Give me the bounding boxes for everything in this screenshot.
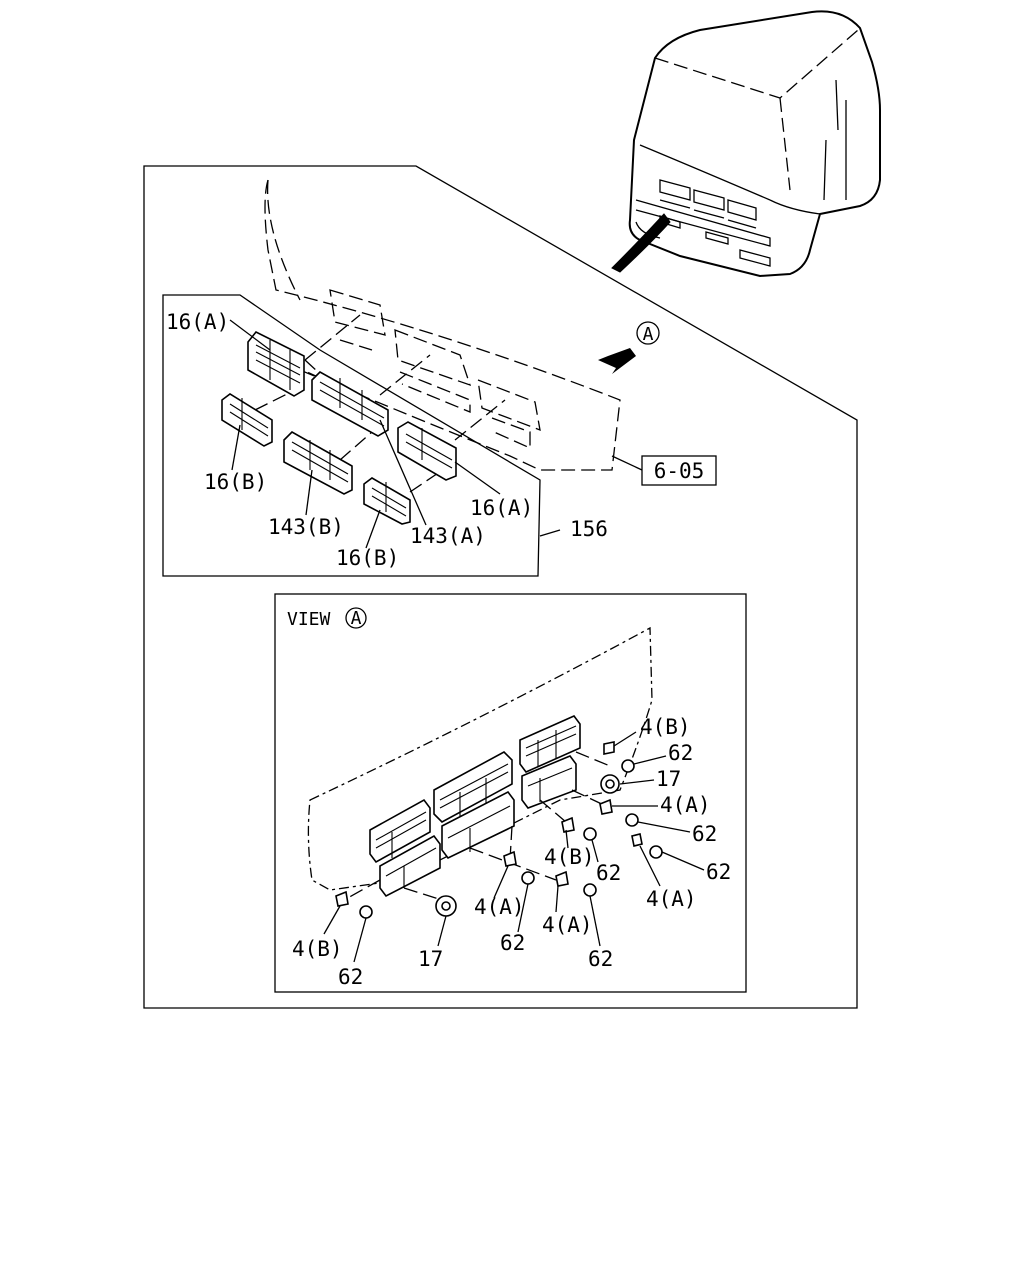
- view-label-62-low: 62: [706, 860, 731, 884]
- upper-panel-outline: [264, 179, 621, 471]
- grille-16B-small: [363, 477, 411, 525]
- view-label-17-right: 17: [656, 767, 681, 791]
- outer-frame: [143, 165, 858, 1009]
- view-label-62-mid: 62: [692, 822, 717, 846]
- grille-143B-center: [283, 431, 353, 495]
- grille-16A-left: [247, 330, 305, 397]
- view-label-4A-center2: 4(A): [542, 913, 593, 937]
- location-arrow: [611, 213, 671, 273]
- view-grille-left: [369, 798, 441, 898]
- view-title-marker: A: [345, 607, 367, 629]
- view-leaders: [323, 731, 705, 963]
- view-label-62-center: 62: [500, 931, 525, 955]
- view-label-62-left: 62: [338, 965, 363, 989]
- ref-box-label: 6-05: [654, 459, 705, 483]
- view-label-62-center2: 62: [588, 947, 613, 971]
- svg-text:A: A: [351, 608, 362, 629]
- view-marker-letter: A: [643, 324, 654, 345]
- view-panel-outline: [307, 626, 653, 891]
- label-156: 156: [570, 517, 608, 541]
- view-direction-arrow: [598, 348, 636, 374]
- view-marker-circle: A: [636, 321, 660, 345]
- view-grille-right: [519, 715, 581, 809]
- view-label-4A-right: 4(A): [660, 793, 711, 817]
- assembly-box: [162, 294, 541, 577]
- ref-box: [641, 455, 717, 486]
- view-grille-center: [433, 751, 515, 860]
- label-143A: 143(A): [410, 524, 486, 548]
- view-label-4B-mid: 4(B): [544, 845, 595, 869]
- truck-cab-illustration: [611, 10, 881, 278]
- view-label-4B-top: 4(B): [640, 715, 691, 739]
- label-16A-left: 16(A): [166, 310, 229, 334]
- view-label-17-left: 17: [418, 947, 443, 971]
- view-label-4A-center: 4(A): [474, 895, 525, 919]
- grille-16B-left: [221, 393, 273, 447]
- view-label-62-top: 62: [668, 741, 693, 765]
- view-a-box: [274, 593, 747, 993]
- view-label-4A-low: 4(A): [646, 887, 697, 911]
- grille-16A-right: [397, 421, 457, 481]
- view-fasteners: [335, 741, 663, 919]
- view-title: VIEW: [287, 609, 331, 630]
- label-16A-right: 16(A): [470, 496, 533, 520]
- label-16B-small: 16(B): [336, 546, 399, 570]
- label-143B: 143(B): [268, 515, 344, 539]
- view-label-4B-left: 4(B): [292, 937, 343, 961]
- label-16B-left: 16(B): [204, 470, 267, 494]
- view-label-62-mid-b: 62: [596, 861, 621, 885]
- grille-143A-center: [311, 371, 389, 437]
